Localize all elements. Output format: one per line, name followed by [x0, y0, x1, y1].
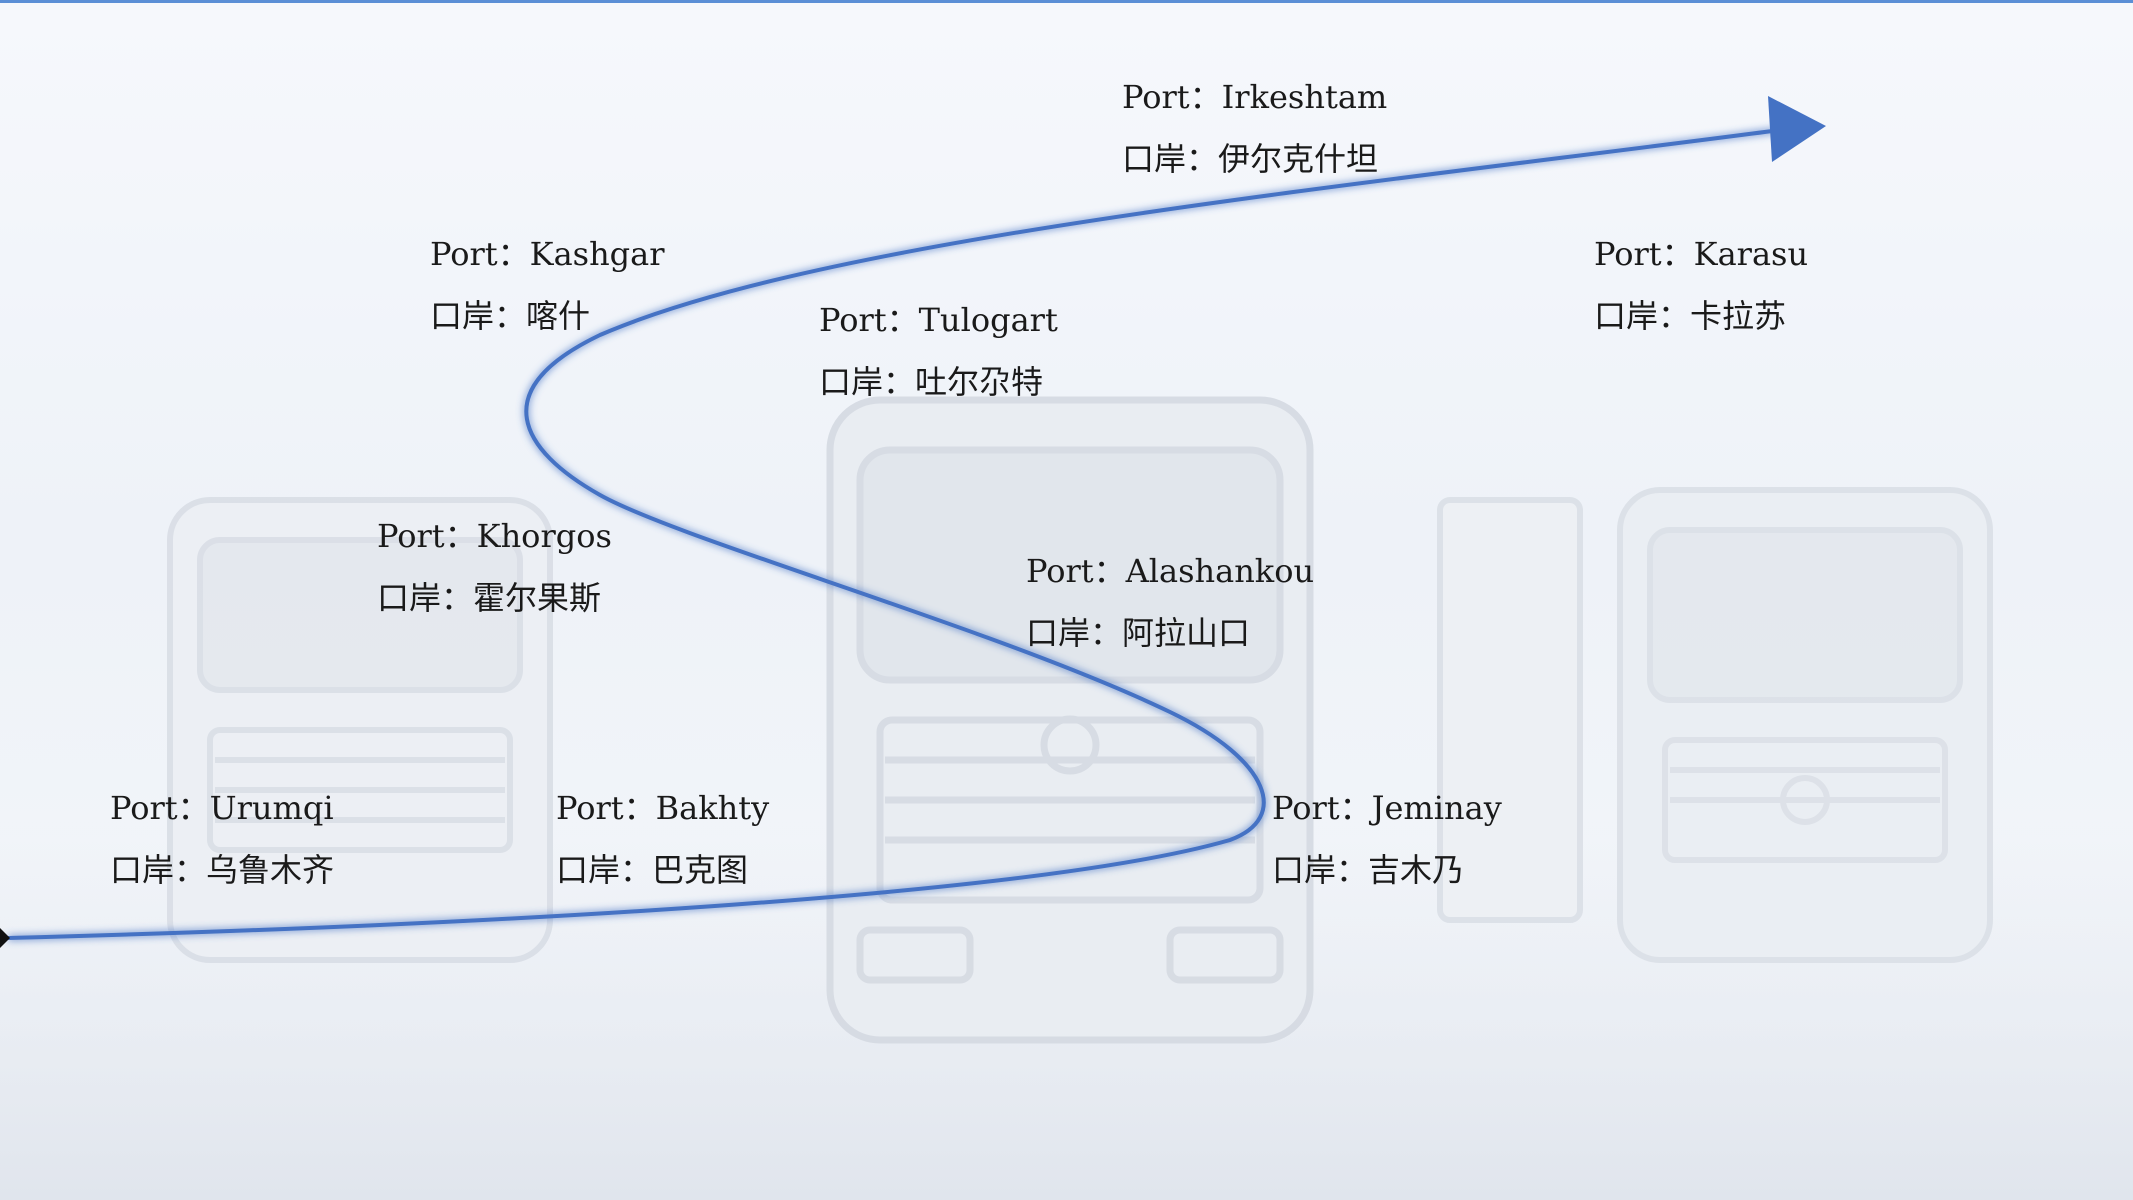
- port-label-tulogart: Port：Tulogart 口岸：吐尔尕特: [819, 302, 1058, 400]
- port-name-zh: 口岸：吉木乃: [1272, 851, 1465, 889]
- port-name-en: Port：Tulogart: [819, 301, 1058, 339]
- route-start-marker: [0, 928, 10, 948]
- top-accent-rule: [0, 0, 2133, 3]
- port-label-jeminay: Port：Jeminay 口岸：吉木乃: [1272, 790, 1502, 888]
- port-label-urumqi: Port：Urumqi 口岸：乌鲁木齐: [110, 790, 334, 888]
- port-name-en: Port：Karasu: [1594, 235, 1809, 273]
- port-name-en: Port：Kashgar: [430, 235, 665, 273]
- port-name-en: Port：Irkeshtam: [1122, 78, 1388, 116]
- port-name-en: Port：Jeminay: [1272, 789, 1502, 827]
- port-name-zh: 口岸：喀什: [430, 297, 591, 335]
- route-line: [7, 128, 1781, 940]
- port-name-en: Port：Alashankou: [1026, 552, 1315, 590]
- port-label-kashgar: Port：Kashgar 口岸：喀什: [430, 236, 665, 334]
- port-name-zh: 口岸：阿拉山口: [1026, 614, 1251, 652]
- port-name-zh: 口岸：吐尔尕特: [819, 363, 1044, 401]
- port-name-en: Port：Bakhty: [556, 789, 770, 827]
- port-label-bakhty: Port：Bakhty 口岸：巴克图: [556, 790, 769, 888]
- port-name-zh: 口岸：乌鲁木齐: [110, 851, 335, 889]
- port-label-irkeshtam: Port：Irkeshtam 口岸：伊尔克什坦: [1122, 79, 1387, 177]
- route-arrow-head: [1768, 96, 1826, 162]
- port-name-en: Port：Khorgos: [377, 517, 612, 555]
- port-name-zh: 口岸：巴克图: [556, 851, 749, 889]
- port-name-en: Port：Urumqi: [110, 789, 334, 827]
- port-name-zh: 口岸：伊尔克什坦: [1122, 140, 1379, 178]
- port-name-zh: 口岸：霍尔果斯: [377, 579, 602, 617]
- port-label-alashankou: Port：Alashankou 口岸：阿拉山口: [1026, 553, 1314, 651]
- port-label-khorgos: Port：Khorgos 口岸：霍尔果斯: [377, 518, 612, 616]
- port-name-zh: 口岸：卡拉苏: [1594, 297, 1787, 335]
- port-label-karasu: Port：Karasu 口岸：卡拉苏: [1594, 236, 1808, 334]
